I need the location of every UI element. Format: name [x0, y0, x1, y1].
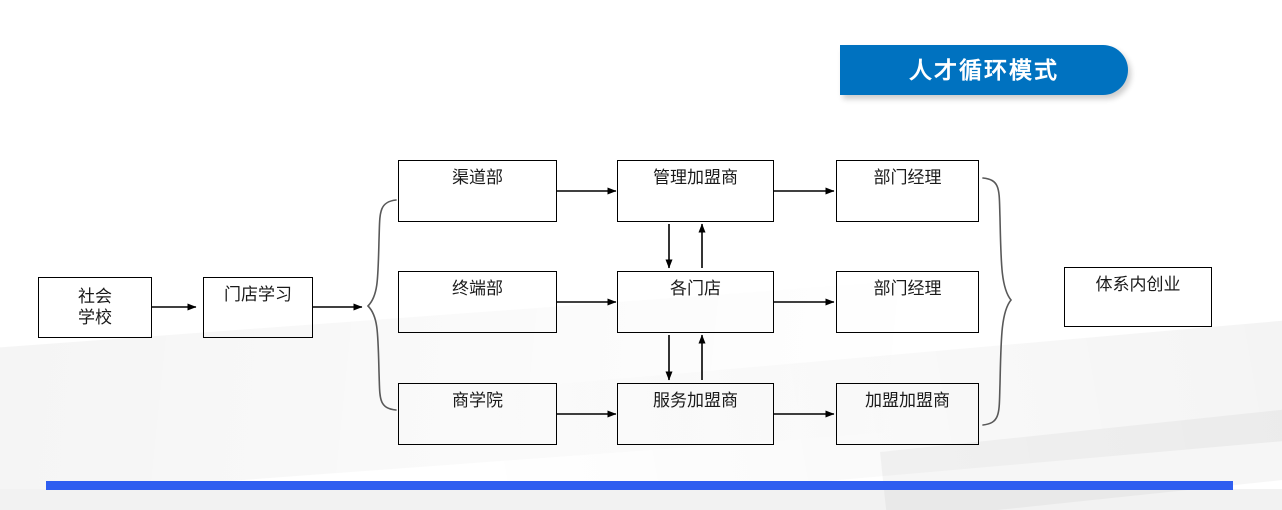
node-operation-stores-label: 各门店: [670, 279, 721, 298]
title-banner: 人才循环模式: [840, 45, 1128, 95]
node-internal-entrepreneurship-label: 体系内创业: [1095, 275, 1181, 294]
node-department-terminal-label: 终端部: [452, 279, 503, 298]
bottom-accent-bar: [46, 481, 1233, 490]
node-outcome-department-manager-2-label: 部门经理: [873, 279, 942, 298]
node-operation-manage-franchisee-label: 管理加盟商: [653, 168, 738, 187]
node-social-school[interactable]: 社会 学校: [38, 277, 152, 338]
node-store-learning[interactable]: 门店学习: [203, 277, 313, 338]
node-department-channel[interactable]: 渠道部: [398, 160, 557, 222]
node-outcome-department-manager-1-label: 部门经理: [873, 168, 942, 187]
node-outcome-department-manager-2[interactable]: 部门经理: [836, 271, 979, 333]
page-title: 人才循环模式: [909, 56, 1059, 83]
node-department-channel-label: 渠道部: [452, 168, 503, 187]
node-department-business-school[interactable]: 商学院: [398, 383, 557, 445]
node-social-school-label: 社会 学校: [78, 286, 112, 327]
node-outcome-franchise-franchisee-label: 加盟加盟商: [865, 391, 950, 410]
node-operation-service-franchisee-label: 服务加盟商: [653, 391, 738, 410]
node-internal-entrepreneurship[interactable]: 体系内创业: [1064, 267, 1212, 327]
node-operation-manage-franchisee[interactable]: 管理加盟商: [617, 160, 774, 222]
node-outcome-department-manager-1[interactable]: 部门经理: [836, 160, 979, 222]
left-grouping-brace: [366, 199, 397, 411]
node-store-learning-label: 门店学习: [224, 285, 292, 304]
node-operation-stores[interactable]: 各门店: [617, 271, 774, 333]
node-department-business-school-label: 商学院: [452, 391, 503, 410]
node-department-terminal[interactable]: 终端部: [398, 271, 557, 333]
footer-background: [0, 489, 1282, 510]
node-operation-service-franchisee[interactable]: 服务加盟商: [617, 383, 774, 445]
node-outcome-franchise-franchisee[interactable]: 加盟加盟商: [836, 383, 979, 445]
right-grouping-brace: [982, 177, 1013, 426]
